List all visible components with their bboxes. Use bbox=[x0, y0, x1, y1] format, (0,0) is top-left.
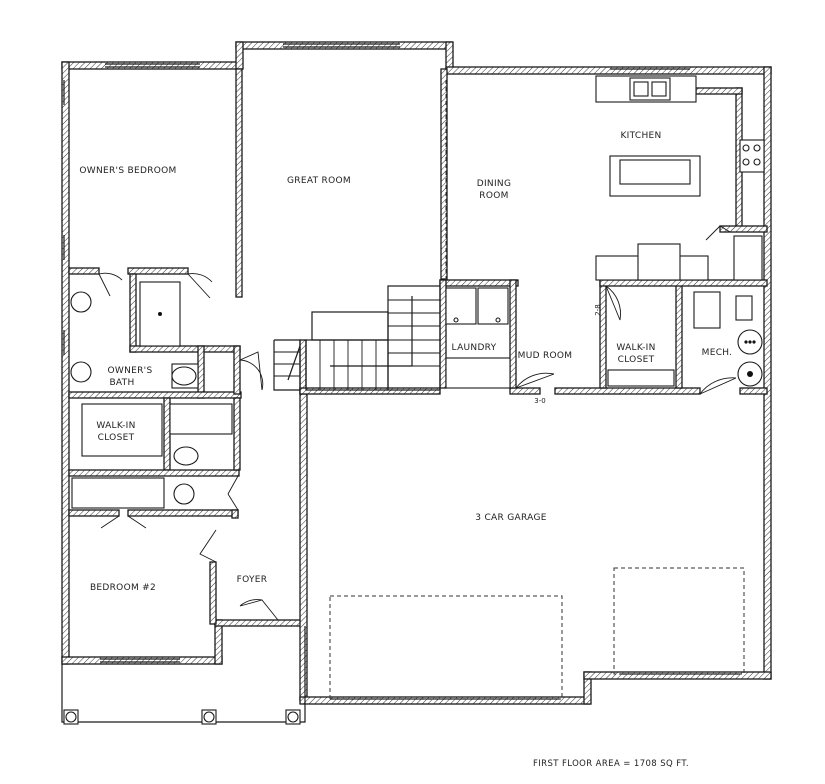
mech-fixtures bbox=[693, 291, 763, 387]
label-dining-room-2: ROOM bbox=[479, 191, 508, 201]
label-garage: 3 CAR GARAGE bbox=[475, 513, 546, 523]
label-mech: MECH. bbox=[702, 348, 733, 358]
label-walk-in-closet-right-2: CLOSET bbox=[618, 355, 655, 365]
interior-walls bbox=[68, 68, 768, 625]
kitchen-fixtures bbox=[595, 75, 765, 281]
label-bedroom2: BEDROOM #2 bbox=[90, 583, 156, 593]
label-kitchen: KITCHEN bbox=[620, 131, 661, 141]
room-labels: OWNER'S BEDROOM GREAT ROOM DINING ROOM K… bbox=[79, 131, 732, 593]
label-walk-in-closet-right-1: WALK-IN bbox=[616, 343, 655, 353]
label-dining-room-1: DINING bbox=[477, 179, 511, 189]
doors bbox=[98, 225, 737, 621]
label-door-mud: 3-0 bbox=[534, 397, 545, 405]
laundry-fixtures bbox=[445, 287, 511, 389]
label-great-room: GREAT ROOM bbox=[287, 176, 351, 186]
label-foyer: FOYER bbox=[237, 575, 268, 585]
closet-shelf bbox=[607, 369, 675, 387]
label-owners-bath-1: OWNER'S bbox=[108, 366, 153, 376]
garage-doors bbox=[329, 567, 745, 700]
label-door-closet: 2-8 bbox=[594, 304, 602, 315]
label-laundry: LAUNDRY bbox=[452, 343, 497, 353]
bath-fixtures bbox=[70, 281, 233, 509]
label-owners-bedroom: OWNER'S BEDROOM bbox=[79, 166, 176, 176]
label-walk-in-closet-left-2: CLOSET bbox=[98, 433, 135, 443]
label-owners-bath-2: BATH bbox=[109, 378, 134, 388]
stairs bbox=[273, 285, 441, 391]
label-mud-room: MUD ROOM bbox=[518, 351, 573, 361]
floor-area-note: FIRST FLOOR AREA = 1708 SQ FT. bbox=[533, 759, 689, 769]
exterior-walls bbox=[61, 41, 772, 705]
front-porch bbox=[61, 626, 306, 725]
label-walk-in-closet-left-1: WALK-IN bbox=[96, 421, 135, 431]
